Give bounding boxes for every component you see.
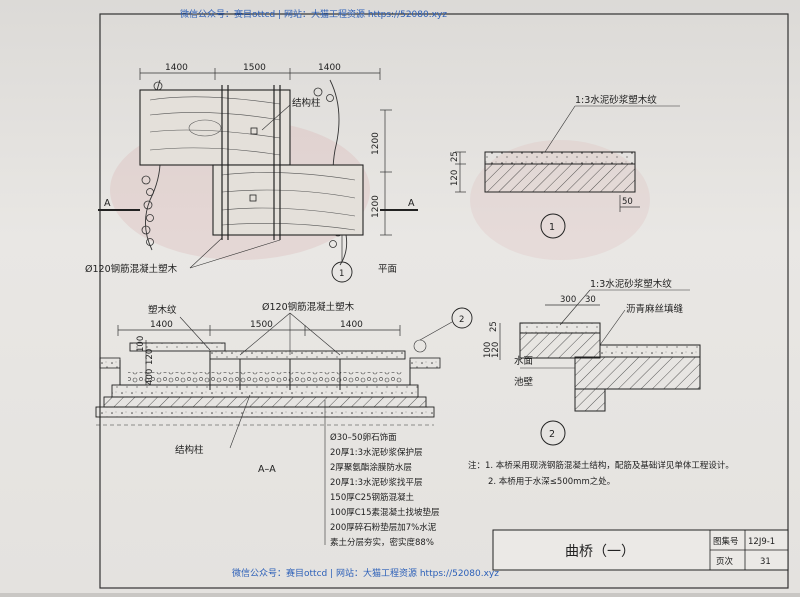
detail2-dim-left-2: 100 [483, 342, 493, 358]
layer-8: 素土分层夯实，密实度88% [330, 537, 434, 548]
sheet-border [99, 13, 789, 589]
detail2-dim-top-1: 300 [560, 295, 576, 305]
title-text: 曲桥（一） [565, 544, 635, 560]
detail1-dim-bottom: 50 [622, 197, 633, 207]
detail2-label-joint: 沥青麻丝填缝 [626, 303, 684, 315]
detail2-number: 2 [549, 429, 555, 440]
detail1-dim-1: 25 [450, 151, 460, 162]
section-label-column: 结构柱 [175, 444, 204, 456]
section-view: 塑木纹 Ø120钢筋混凝土塑木 1400 1500 1400 100 120 4… [95, 301, 473, 548]
detail2-dim-left-3: 120 [491, 342, 501, 358]
layer-3: 2厚聚氨酯涂膜防水层 [330, 462, 412, 473]
plan-section-mark-left: A [104, 198, 111, 209]
page-value: 31 [760, 557, 771, 567]
section-dim-top-3: 1400 [340, 320, 363, 330]
page-label: 页次 [716, 556, 734, 567]
plan-label-pile: Ø120钢筋混凝土塑木 [85, 263, 178, 275]
plan-dim-top-1: 1400 [165, 63, 188, 73]
section-dim-top-1: 1400 [150, 320, 173, 330]
section-label-wood: 塑木纹 [148, 304, 177, 316]
layer-1: Ø30–50卵石饰面 [330, 432, 397, 443]
detail2-label: 1:3水泥砂浆塑木纹 [590, 278, 672, 290]
plan-dim-top-3: 1400 [318, 63, 341, 73]
plan-section-mark-right: A [408, 198, 415, 209]
section-title: A–A [258, 464, 276, 475]
detail2-label-wall: 池壁 [514, 376, 534, 388]
detail2-label-water: 水面 [514, 355, 533, 367]
note-1: 注：1. 本桥采用现浇钢筋混凝土结构，配筋及基础详见单体工程设计。 [468, 460, 734, 471]
plan-label-column: 结构柱 [292, 97, 321, 109]
section-label-pile: Ø120钢筋混凝土塑木 [262, 301, 355, 313]
layer-2: 20厚1:3水泥砂浆保护层 [330, 447, 423, 458]
section-dim-left-2: 120 [145, 349, 155, 365]
detail-2: 1:3水泥砂浆塑木纹 300 30 沥青麻丝填缝 25 100 120 水面 池… [483, 278, 701, 446]
atlas-label: 图集号 [713, 536, 739, 547]
detail1-number: 1 [549, 222, 555, 233]
detail1-dim-2: 120 [450, 170, 460, 186]
section-dim-top-2: 1500 [250, 320, 273, 330]
note-2: 2. 本桥用于水深≤500mm之处。 [488, 476, 615, 487]
section-callout: 2 [459, 315, 464, 325]
layer-5: 150厚C25钢筋混凝土 [330, 492, 414, 503]
plan-axis-mark: 1 [339, 269, 344, 279]
plan-dim-right-2: 1200 [371, 195, 381, 218]
detail1-label: 1:3水泥砂浆塑木纹 [575, 94, 657, 106]
detail-1: 1:3水泥砂浆塑木纹 25 120 50 1 [450, 94, 680, 239]
atlas-value: 12J9-1 [748, 537, 775, 547]
plan-view: 1400 1500 1400 [85, 63, 418, 283]
watermark-top: 微信公众号：赛目ottcd | 网站：大猫工程资源 https://52080.… [180, 8, 447, 20]
title-block: 曲桥（一） 图集号 12J9-1 页次 31 [492, 529, 789, 571]
plan-dim-right-1: 1200 [371, 132, 381, 155]
plan-dim-top-2: 1500 [243, 63, 266, 73]
layer-7: 200厚碎石粉垫层加7%水泥 [330, 522, 437, 533]
detail2-dim-left-1: 25 [489, 321, 499, 332]
watermark-bottom: 微信公众号：赛目ottcd | 网站：大猫工程资源 https://52080.… [232, 567, 499, 579]
plan-title: 平面 [378, 264, 397, 275]
notes: 注：1. 本桥采用现浇钢筋混凝土结构，配筋及基础详见单体工程设计。 2. 本桥用… [468, 460, 734, 487]
detail2-dim-top-2: 30 [585, 295, 596, 305]
layer-6: 100厚C15素混凝土找坡垫层 [330, 507, 439, 518]
layer-4: 20厚1:3水泥砂浆找平层 [330, 477, 423, 488]
